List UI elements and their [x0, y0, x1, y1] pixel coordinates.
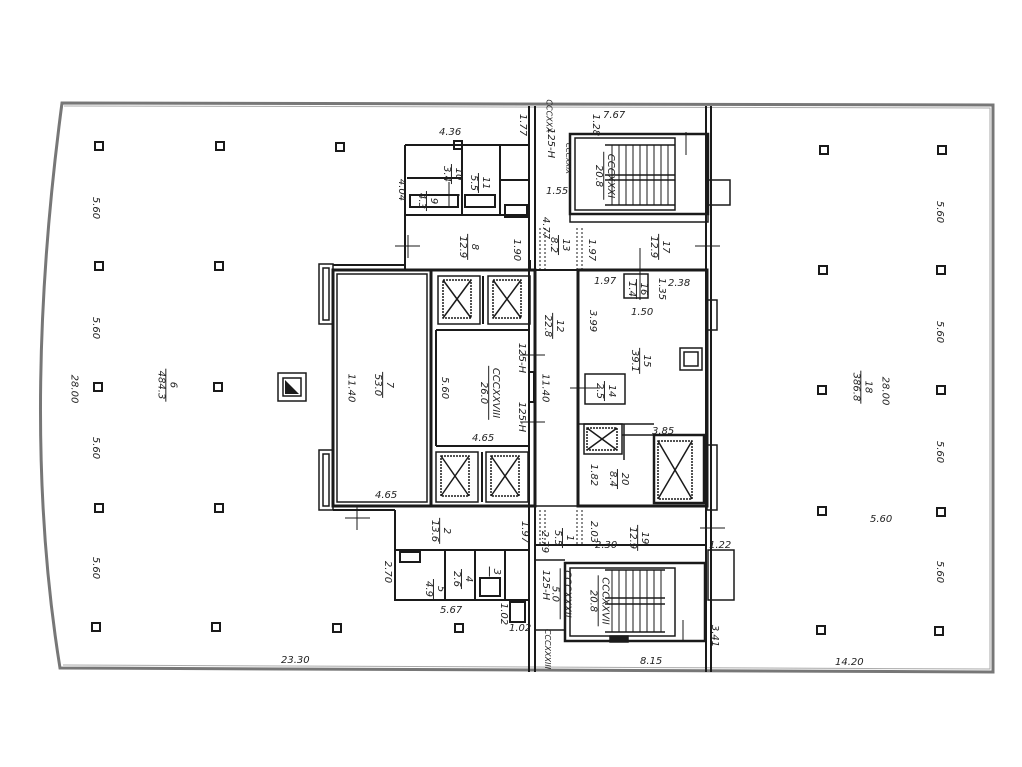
staircase-bottom: [563, 561, 707, 643]
dimension-label: 5.67: [440, 605, 463, 616]
dimension-label: 1.97: [586, 238, 598, 262]
door-tag: 125-H: [516, 401, 528, 433]
dimension-label: 1.50: [631, 307, 654, 318]
dimension-label: 28.00: [879, 376, 891, 406]
dimension-label: 1.02: [498, 602, 510, 626]
dimension-label: 5.60: [90, 436, 102, 460]
dimension-label: 4.04: [396, 178, 408, 202]
dimension-label: 1.97: [594, 276, 617, 287]
outer-wall: [39, 101, 995, 674]
dimension-label: 4.65: [472, 433, 495, 444]
dimension-label: 5.60: [934, 320, 946, 344]
window: [318, 263, 718, 511]
dimension-label: 3.99: [587, 309, 599, 333]
dimension-label: 1.28: [590, 113, 602, 137]
dimension-label: 5.60: [90, 196, 102, 220]
shaft-tag: CCCXXXIII: [543, 628, 553, 670]
dimension-label: 2.30: [595, 540, 618, 551]
dimension-label: 1.22: [709, 540, 732, 551]
dimension-label: 5.60: [439, 376, 451, 400]
dimension-label: 5.60: [90, 556, 102, 580]
dimension-label: 5.60: [870, 514, 893, 525]
elevator-shafts: [435, 275, 706, 505]
shaft-tag: CCCXXIX: [564, 142, 573, 175]
room-label-3: 3: [489, 566, 502, 577]
dimension-label: 11.40: [539, 373, 551, 403]
dimension-label: 7.67: [603, 110, 626, 121]
dimension-label: 5.60: [934, 200, 946, 224]
dimension-label: 5.60: [934, 560, 946, 584]
dimension-label: 1.02: [509, 623, 532, 634]
dimension-label: 28.00: [68, 374, 80, 404]
dimension-label: 2.38: [668, 278, 691, 289]
dimension-label: 1.82: [588, 463, 600, 487]
dimension-label: 1.35: [656, 277, 668, 301]
bottom-service-block: [333, 509, 530, 623]
dimension-label: 4.65: [375, 490, 398, 501]
dimension-ticks: [345, 132, 725, 640]
staircase-top: [568, 132, 710, 216]
ventilation-shaft: [277, 372, 307, 402]
shaft-tag: CCCXXX: [544, 99, 554, 133]
dimension-label: 1.55: [546, 186, 569, 197]
top-service-block: [333, 140, 531, 270]
dimension-label: 8.15: [640, 656, 663, 667]
dimension-label: 5.60: [90, 316, 102, 340]
dimension-label: 3.85: [652, 426, 675, 437]
dimension-label: 4.36: [439, 127, 462, 138]
dimension-label: 3.41: [709, 624, 721, 648]
dimension-label: 2.79: [539, 530, 551, 554]
dimension-label: 2.70: [382, 560, 394, 584]
dimension-label: 1.90: [511, 238, 523, 262]
column-grid-right: [816, 145, 947, 636]
door-tag: 125-H: [516, 342, 528, 374]
dimension-label: 5.60: [934, 440, 946, 464]
column-grid-left: [91, 141, 464, 633]
dimension-label: 23.30: [281, 655, 310, 666]
door-tag: 125-H: [540, 569, 552, 601]
dimension-label: 1.77: [517, 113, 529, 137]
dimension-label: 14.20: [835, 657, 864, 668]
dimension-label: 1.97: [519, 520, 531, 544]
dimension-label: 11.40: [345, 373, 357, 403]
